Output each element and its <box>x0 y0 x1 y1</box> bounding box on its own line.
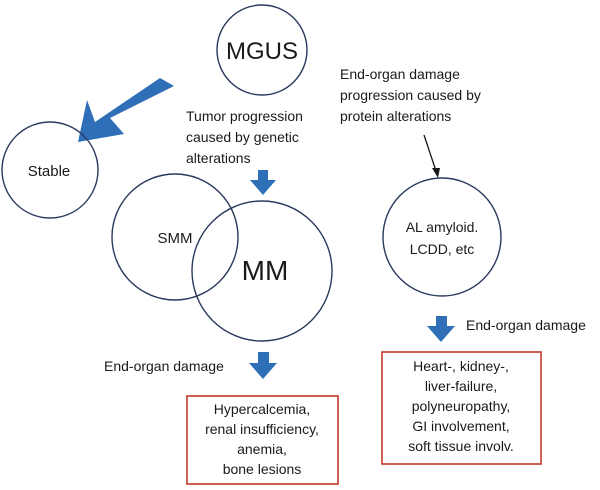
end-organ-damage-left-label: End-organ damage <box>104 358 224 374</box>
mgus-label: MGUS <box>226 38 298 65</box>
mm-damage-box: Hypercalcemia, renal insufficiency, anem… <box>186 395 339 485</box>
end-organ-progression-line-1: End-organ damage <box>340 66 460 82</box>
arrow-to-al-amyloid-head <box>432 168 440 178</box>
al-amyloid-node: AL amyloid. LCDD, etc <box>382 177 502 297</box>
tumor-progression-text: Tumor progression caused by genetic alte… <box>186 108 303 166</box>
arrow-left-damage <box>249 352 277 379</box>
al-damage-line-3: polyneuropathy, <box>412 398 511 414</box>
al-damage-line-4: GI involvement, <box>412 418 509 434</box>
tumor-progression-line-2: caused by genetic <box>186 129 299 145</box>
smm-label: SMM <box>158 230 193 247</box>
stable-node: Stable <box>1 121 99 219</box>
arrow-to-mm <box>250 170 276 195</box>
al-damage-line-2: liver-failure, <box>425 378 497 394</box>
end-organ-progression-line-3: protein alterations <box>340 108 451 124</box>
mm-node: MM <box>191 200 333 342</box>
al-damage-line-1: Heart-, kidney-, <box>413 358 509 374</box>
tumor-progression-line-1: Tumor progression <box>186 108 303 124</box>
arrow-right-damage <box>427 316 455 342</box>
mm-damage-line-3: anemia, <box>237 441 287 457</box>
mm-damage-line-4: bone lesions <box>223 461 302 477</box>
arrow-to-stable <box>78 78 174 142</box>
smm-node: SMM <box>111 173 239 301</box>
al-amyloid-line-1: AL amyloid. <box>406 219 479 235</box>
mm-damage-line-1: Hypercalcemia, <box>214 401 310 417</box>
al-amyloid-line-2: LCDD, etc <box>410 241 475 257</box>
tumor-progression-line-3: alterations <box>186 150 251 166</box>
al-damage-box: Heart-, kidney-, liver-failure, polyneur… <box>381 351 542 465</box>
mm-label: MM <box>242 255 289 286</box>
stable-label: Stable <box>28 163 71 180</box>
end-organ-progression-text: End-organ damage progression caused by p… <box>340 66 481 124</box>
mm-damage-line-2: renal insufficiency, <box>205 421 319 437</box>
arrow-to-al-amyloid <box>423 134 437 172</box>
mgus-node: MGUS <box>216 4 308 96</box>
end-organ-damage-right-label: End-organ damage <box>466 317 586 333</box>
end-organ-progression-line-2: progression caused by <box>340 87 481 103</box>
al-damage-line-5: soft tissue involv. <box>408 438 514 454</box>
